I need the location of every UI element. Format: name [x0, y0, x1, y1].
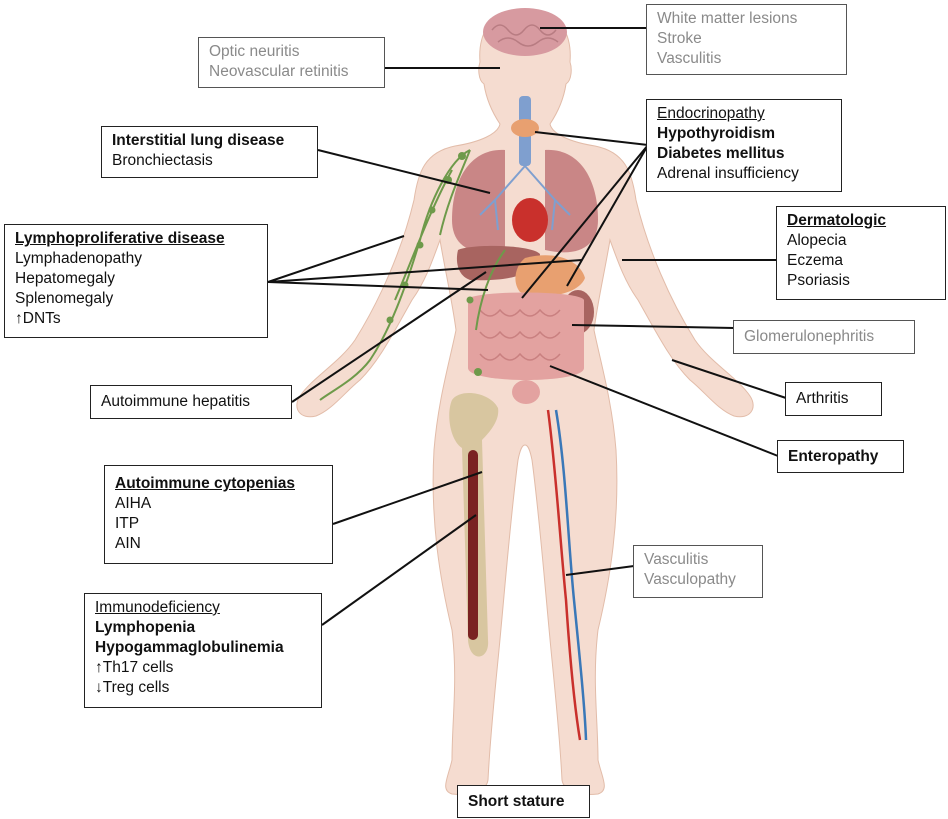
connector-hepatitis: [291, 271, 487, 403]
connector-vasculitis: [565, 565, 635, 576]
brain-line-3: Vasculitis: [657, 50, 722, 67]
hepatitis-line-1: Autoimmune hepatitis: [101, 393, 251, 410]
brain-line-1: White matter lesions: [657, 10, 798, 27]
lung-line-1: Interstitial lung disease: [112, 132, 285, 149]
box-derm: Dermatologic Alopecia Eczema Psoriasis: [776, 206, 946, 300]
box-immuno: Immunodeficiency Lymphopenia Hypogammagl…: [84, 593, 322, 708]
glomerulo-line-1: Glomerulonephritis: [744, 328, 875, 345]
endocrine-line-2: Hypothyroidism: [657, 125, 775, 142]
lympho-line-3: Hepatomegaly: [15, 270, 115, 287]
box-enteropathy: Enteropathy: [777, 440, 904, 473]
lung-line-2: Bronchiectasis: [112, 152, 213, 169]
connector-endocrine-thyroid: [534, 131, 649, 146]
connector-lympho-spleen: [267, 259, 583, 283]
derm-line-4: Psoriasis: [787, 272, 850, 289]
lympho-line-1: Lymphoproliferative disease: [15, 230, 225, 247]
box-brain: White matter lesions Stroke Vasculitis: [646, 4, 847, 75]
box-eye: Optic neuritis Neovascular retinitis: [198, 37, 385, 88]
lymphatic-vessels: [319, 149, 506, 401]
box-arthritis: Arthritis: [785, 382, 882, 416]
derm-line-3: Eczema: [787, 252, 843, 269]
box-lung: Interstitial lung disease Bronchiectasis: [101, 126, 318, 178]
cytopenia-line-2: AIHA: [115, 495, 152, 512]
derm-line-1: Dermatologic: [787, 212, 887, 229]
left-lung-shape: [452, 149, 505, 253]
arthritis-line-1: Arthritis: [796, 390, 849, 407]
lympho-line-4: Splenomegaly: [15, 290, 114, 307]
eye-line-1: Optic neuritis: [209, 43, 300, 60]
eye-line-2: Neovascular retinitis: [209, 63, 349, 80]
stature-line-1: Short stature: [468, 793, 565, 810]
right-lung-shape: [545, 149, 598, 253]
endocrine-line-3: Diabetes mellitus: [657, 145, 785, 162]
bladder-shape: [512, 380, 540, 404]
brain-line-2: Stroke: [657, 30, 702, 47]
connector-immuno: [321, 514, 477, 626]
lympho-line-5: ↑DNTs: [15, 310, 61, 327]
lympho-line-2: Lymphadenopathy: [15, 250, 142, 267]
vasculitis-line-1: Vasculitis: [644, 551, 709, 568]
thyroid-shape: [511, 119, 539, 137]
brain-shape: [483, 8, 567, 56]
vein-line: [554, 409, 588, 741]
endocrine-line-4: Adrenal insufficiency: [657, 165, 799, 182]
connector-enteropathy: [549, 365, 779, 457]
box-glomerulo: Glomerulonephritis: [733, 320, 915, 354]
immuno-line-3: Hypogammaglobulinemia: [95, 639, 284, 656]
endocrine-line-1: Endocrinopathy: [657, 105, 765, 122]
intestine-loops: [479, 308, 561, 361]
box-lympho: Lymphoproliferative disease Lymphadenopa…: [4, 224, 268, 338]
cytopenia-line-3: ITP: [115, 515, 140, 532]
bronchi-lines: [479, 165, 571, 231]
brain-folds: [491, 24, 559, 47]
connector-endocrine-pancreas: [521, 144, 649, 299]
box-endocrine: Endocrinopathy Hypothyroidism Diabetes m…: [646, 99, 842, 192]
lymph-nodes: [386, 152, 482, 376]
connector-arthritis: [671, 359, 787, 399]
bone-marrow: [468, 450, 478, 640]
immuno-line-1: Immunodeficiency: [95, 599, 220, 616]
box-stature: Short stature: [457, 785, 590, 818]
heart-shape: [512, 198, 548, 242]
connector-lympho-node: [267, 235, 405, 283]
cytopenia-line-4: AIN: [115, 535, 141, 552]
artery-line: [546, 409, 582, 741]
derm-line-2: Alopecia: [787, 232, 847, 249]
connector-lympho-liver: [267, 281, 489, 291]
immuno-line-5: ↓Treg cells: [95, 679, 170, 696]
box-vasculitis: Vasculitis Vasculopathy: [633, 545, 763, 598]
connector-endocrine-adrenal: [566, 144, 649, 287]
box-hepatitis: Autoimmune hepatitis: [90, 385, 292, 419]
connector-lung: [317, 149, 491, 194]
vasculitis-line-2: Vasculopathy: [644, 571, 736, 588]
box-cytopenia: Autoimmune cytopenias AIHA ITP AIN: [104, 465, 333, 564]
immuno-line-2: Lymphopenia: [95, 619, 196, 636]
immuno-line-4: ↑Th17 cells: [95, 659, 174, 676]
enteropathy-line-1: Enteropathy: [788, 448, 879, 465]
connector-cytopenia: [332, 471, 483, 525]
cytopenia-line-1: Autoimmune cytopenias: [115, 475, 295, 492]
connector-glomerulo: [571, 324, 735, 329]
